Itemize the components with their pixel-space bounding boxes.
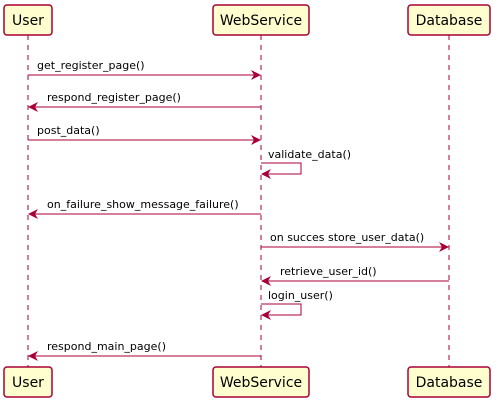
participant-label: WebService — [220, 375, 302, 391]
message-label: respond_main_page() — [47, 340, 166, 353]
message-label: respond_register_page() — [47, 91, 181, 104]
participant-label: User — [12, 375, 44, 391]
self-message-arrow — [261, 162, 302, 179]
participant-box — [212, 4, 310, 36]
message-label: on_failure_show_message_failure() — [47, 198, 239, 211]
participant-label: User — [12, 13, 44, 29]
message-label: on succes store_user_data() — [270, 231, 424, 244]
message-label: login_user() — [268, 289, 333, 302]
message-3: post_data() — [28, 124, 261, 145]
participant-label: Database — [416, 13, 483, 29]
message-9: respond_main_page() — [28, 340, 261, 361]
participant-database-bottom: Database — [407, 366, 491, 398]
message-5: on_failure_show_message_failure() — [28, 198, 261, 219]
message-7: retrieve_user_id() — [261, 265, 449, 286]
participant-box — [3, 366, 53, 398]
message-label: retrieve_user_id() — [280, 265, 377, 278]
message-2: respond_register_page() — [28, 91, 261, 112]
message-label: post_data() — [37, 124, 100, 137]
message-8: login_user() — [261, 289, 333, 320]
message-label: validate_data() — [268, 148, 351, 161]
participant-box — [212, 366, 310, 398]
participant-box — [3, 4, 53, 36]
participant-database-top: Database — [407, 4, 491, 36]
participant-user-bottom: User — [3, 366, 53, 398]
participant-box — [407, 4, 491, 36]
message-4: validate_data() — [261, 148, 351, 179]
message-6: on succes store_user_data() — [261, 231, 449, 252]
message-label: get_register_page() — [37, 59, 145, 72]
self-message-arrow — [261, 303, 302, 320]
participant-user-top: User — [3, 4, 53, 36]
participant-webservice-top: WebService — [212, 4, 310, 36]
participant-box — [407, 366, 491, 398]
participant-webservice-bottom: WebService — [212, 366, 310, 398]
participant-label: WebService — [220, 13, 302, 29]
participant-label: Database — [416, 375, 483, 391]
message-1: get_register_page() — [28, 59, 261, 80]
